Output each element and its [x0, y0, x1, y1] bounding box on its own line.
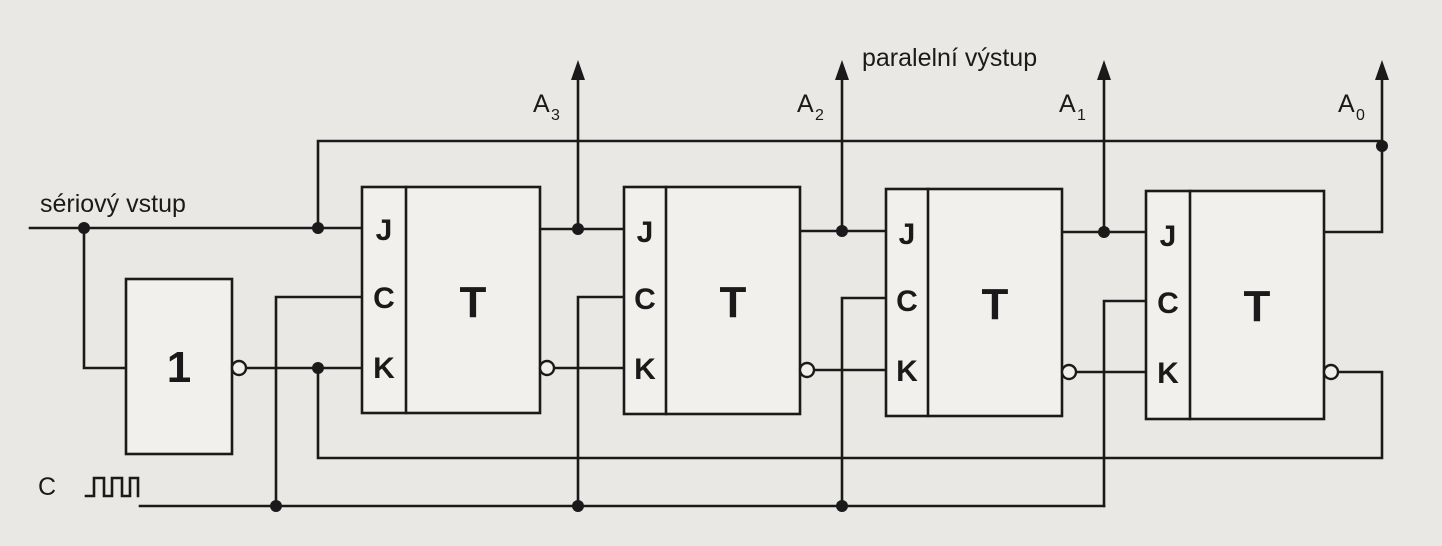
- pin-k: K: [1157, 357, 1179, 390]
- arrow-a0-icon: [1375, 60, 1389, 80]
- svg-text:2: 2: [815, 107, 824, 124]
- clock-label: C: [38, 473, 56, 501]
- junction-dot: [836, 225, 848, 237]
- junction-dot: [836, 500, 848, 512]
- flipflop-type: T: [982, 280, 1009, 329]
- junction-dot: [78, 222, 90, 234]
- pin-k: K: [896, 355, 918, 388]
- junction-dot: [572, 500, 584, 512]
- pin-c: C: [634, 283, 656, 316]
- pin-j: J: [637, 216, 654, 249]
- junction-dot: [572, 223, 584, 235]
- wire-serial-to-inverter: [82, 226, 128, 370]
- wire-clock-c1: [840, 296, 888, 508]
- flipflop-type: T: [1244, 282, 1271, 331]
- output-label-a2: A 2: [797, 90, 824, 124]
- pin-j: J: [376, 214, 393, 247]
- negated-output-icon: [1322, 363, 1340, 381]
- svg-text:A: A: [1059, 90, 1076, 118]
- arrow-a3-icon: [571, 60, 585, 80]
- inverter-label: 1: [167, 343, 191, 392]
- serial-input-label: sériový vstup: [40, 190, 186, 218]
- output-label-a1: A 1: [1059, 90, 1086, 124]
- output-label-a3: A 3: [533, 90, 560, 124]
- pin-c: C: [896, 285, 918, 318]
- parallel-output-label: paralelní výstup: [862, 44, 1037, 72]
- wire-feedback-bottom: [316, 366, 1384, 460]
- junction-dot: [312, 222, 324, 234]
- svg-text:1: 1: [1077, 107, 1086, 124]
- wire-a0-out: [1322, 74, 1384, 234]
- inverter-negation-icon: [230, 359, 248, 377]
- negated-output-icon: [798, 361, 816, 379]
- pin-c: C: [1157, 287, 1179, 320]
- flipflop-a1: J C K T: [884, 187, 1078, 418]
- wire-clock-c2: [576, 295, 626, 508]
- junction-dot: [1098, 226, 1110, 238]
- pin-k: K: [634, 353, 656, 386]
- flipflop-a3: J C K T: [360, 185, 556, 415]
- inverter-gate: 1: [124, 277, 248, 456]
- flipflop-a0: J C K T: [1144, 189, 1340, 421]
- arrow-a2-icon: [835, 60, 849, 80]
- svg-text:A: A: [533, 90, 550, 118]
- output-label-a0: A 0: [1338, 90, 1365, 124]
- wire-feedback-top: [316, 139, 1384, 230]
- svg-text:A: A: [797, 90, 814, 118]
- negated-output-icon: [1060, 363, 1078, 381]
- wire-clock-c0: [1102, 299, 1148, 508]
- svg-text:0: 0: [1356, 107, 1365, 124]
- junction-dot: [1376, 140, 1388, 152]
- svg-text:A: A: [1338, 90, 1355, 118]
- flipflop-type: T: [460, 278, 487, 327]
- junctions: [78, 140, 1388, 512]
- wiring: [28, 74, 1384, 508]
- flipflop-type: T: [720, 278, 747, 327]
- pin-c: C: [373, 282, 395, 315]
- pin-j: J: [1160, 220, 1177, 253]
- junction-dot: [312, 362, 324, 374]
- negated-output-icon: [538, 359, 556, 377]
- junction-dot: [270, 500, 282, 512]
- wire-clock-c3: [274, 295, 364, 508]
- clock-pulse-icon: [84, 476, 140, 498]
- pin-j: J: [899, 218, 916, 251]
- flipflop-a2: J C K T: [622, 185, 816, 416]
- arrow-a1-icon: [1097, 60, 1111, 80]
- pin-k: K: [373, 352, 395, 385]
- svg-text:3: 3: [551, 107, 560, 124]
- output-arrows: [571, 60, 1389, 80]
